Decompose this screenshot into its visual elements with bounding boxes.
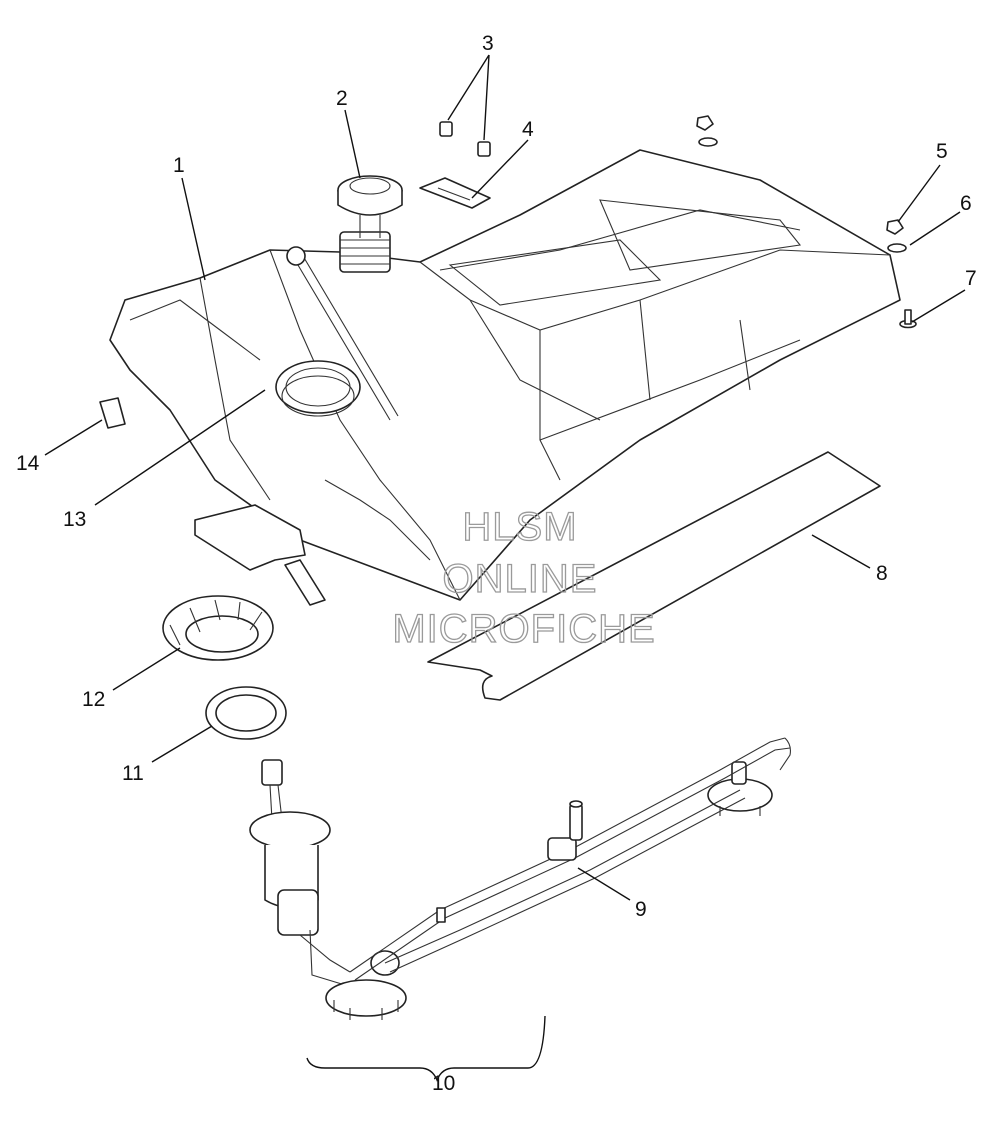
- screw: [899, 309, 917, 329]
- callout-12: 12: [82, 688, 105, 711]
- callout-1: 1: [173, 154, 185, 177]
- watermark-line-1: HLSM: [462, 505, 577, 549]
- fuel-line: [349, 737, 791, 981]
- watermark-line-2: ONLINE: [443, 557, 598, 601]
- callout-11: 11: [122, 762, 144, 785]
- pump-lock-ring: [162, 595, 274, 661]
- callout-13: 13: [63, 508, 86, 531]
- callout-5: 5: [936, 140, 948, 163]
- callout-4: 4: [522, 118, 534, 141]
- nut-and-washer: [696, 115, 907, 253]
- watermark-line-3: MICROFICHE: [392, 607, 655, 651]
- fuel-pump-assembly: [249, 759, 773, 1020]
- mounting-bracket: [419, 177, 491, 209]
- heat-shield-pad: [427, 451, 881, 701]
- callout-2: 2: [336, 87, 348, 110]
- callout-8: 8: [876, 562, 888, 585]
- callout-7: 7: [965, 267, 977, 290]
- fuel-tank: [109, 149, 901, 606]
- callout-labels: 1 2 3 4 5 6 7 8 9 10 11 12 13 14: [16, 32, 977, 1095]
- callout-14: 14: [16, 452, 40, 475]
- watermark: HLSM ONLINE MICROFICHE: [392, 504, 656, 651]
- bolt-pair: [439, 121, 491, 157]
- fuel-filler-cap: [337, 175, 403, 238]
- pump-gasket: [205, 686, 287, 740]
- callout-10: 10: [432, 1072, 455, 1095]
- callout-3: 3: [482, 32, 494, 55]
- callout-6: 6: [960, 192, 972, 215]
- callout-9: 9: [635, 898, 647, 921]
- small-pad: [99, 397, 126, 429]
- assembly-bracket: [306, 1015, 546, 1082]
- leader-lines: [44, 54, 966, 901]
